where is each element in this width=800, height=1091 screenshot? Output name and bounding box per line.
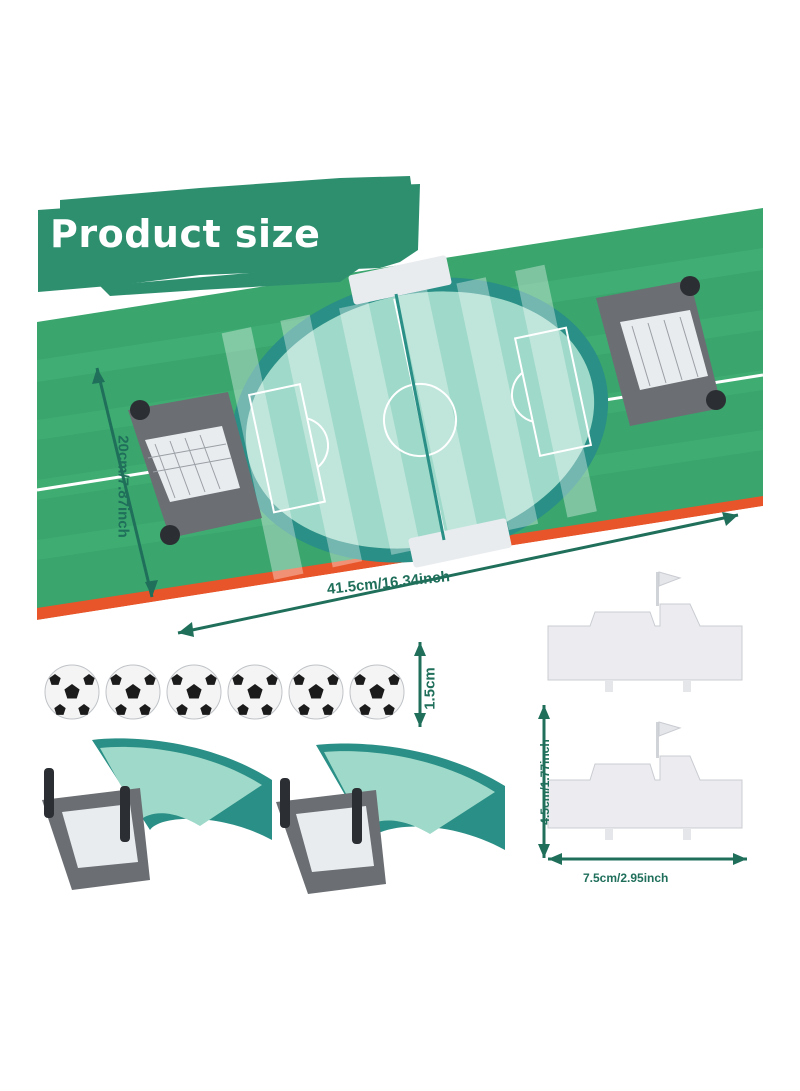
title-banner: [38, 176, 420, 296]
soccer-balls: [44, 664, 405, 720]
soccer-ball: [349, 664, 405, 720]
soccer-ball: [227, 664, 283, 720]
right-goal-unit: [596, 276, 726, 426]
soccer-ball: [288, 664, 344, 720]
flag-plate-bottom: [547, 721, 743, 840]
title: Product size: [50, 212, 321, 256]
half-board-left: [42, 738, 272, 890]
dimension-arrows: [92, 367, 747, 865]
width-label: 20cm/7.87inch: [114, 435, 132, 538]
flag-width-label: 7.5cm/2.95inch: [583, 871, 669, 885]
left-goal-unit: [128, 392, 262, 545]
soccer-ball: [44, 664, 100, 720]
soccer-ball: [166, 664, 222, 720]
flag-plate-top: [547, 571, 743, 692]
ball-size-label: 1.5cm: [421, 667, 439, 710]
soccer-ball: [105, 664, 161, 720]
half-board-right: [276, 743, 505, 894]
game-board: [221, 255, 609, 580]
flag-height-label: 4.5cm/1.77inch: [538, 739, 552, 825]
